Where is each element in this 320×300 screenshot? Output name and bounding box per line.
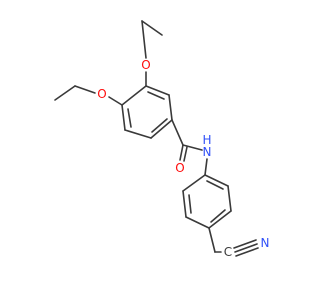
oxygen-label-lower: O [97, 87, 106, 101]
bond [208, 210, 232, 229]
bond [74, 85, 96, 94]
bond [235, 247, 259, 257]
atom-labels: O O O N H C N [97, 58, 269, 259]
bond [108, 96, 123, 106]
bond [206, 180, 224, 190]
bond [227, 185, 232, 212]
hydrogen-label-amide: H [202, 133, 211, 147]
bond [145, 85, 170, 96]
bond [124, 129, 152, 139]
carbon-label-nitrile: C [224, 245, 232, 259]
bond [210, 209, 226, 223]
bond [168, 94, 173, 121]
nitrogen-label-nitrile: N [261, 236, 270, 250]
bond [127, 108, 132, 128]
bond [121, 85, 147, 106]
bond [141, 20, 163, 36]
bond [147, 91, 165, 100]
molecule-structure: O O O N H C N [54, 20, 269, 259]
bond [179, 144, 184, 161]
bond [185, 216, 210, 229]
nitrogen-label-amide: N [203, 145, 212, 159]
bond [182, 190, 187, 218]
bond [183, 146, 188, 162]
bond [182, 144, 203, 151]
bond [121, 104, 126, 131]
oxygen-label-carbonyl: O [175, 161, 184, 175]
bond [182, 174, 206, 192]
bond [204, 158, 208, 176]
bonds [54, 20, 259, 257]
bond [54, 85, 76, 101]
bond [171, 119, 184, 146]
oxygen-label-upper: O [141, 58, 150, 72]
bond [208, 227, 216, 253]
bond [141, 20, 147, 59]
bond [234, 243, 258, 253]
bond [151, 118, 168, 133]
bond [204, 174, 229, 187]
bond [188, 194, 192, 214]
bond [150, 119, 173, 139]
bond [233, 239, 257, 249]
